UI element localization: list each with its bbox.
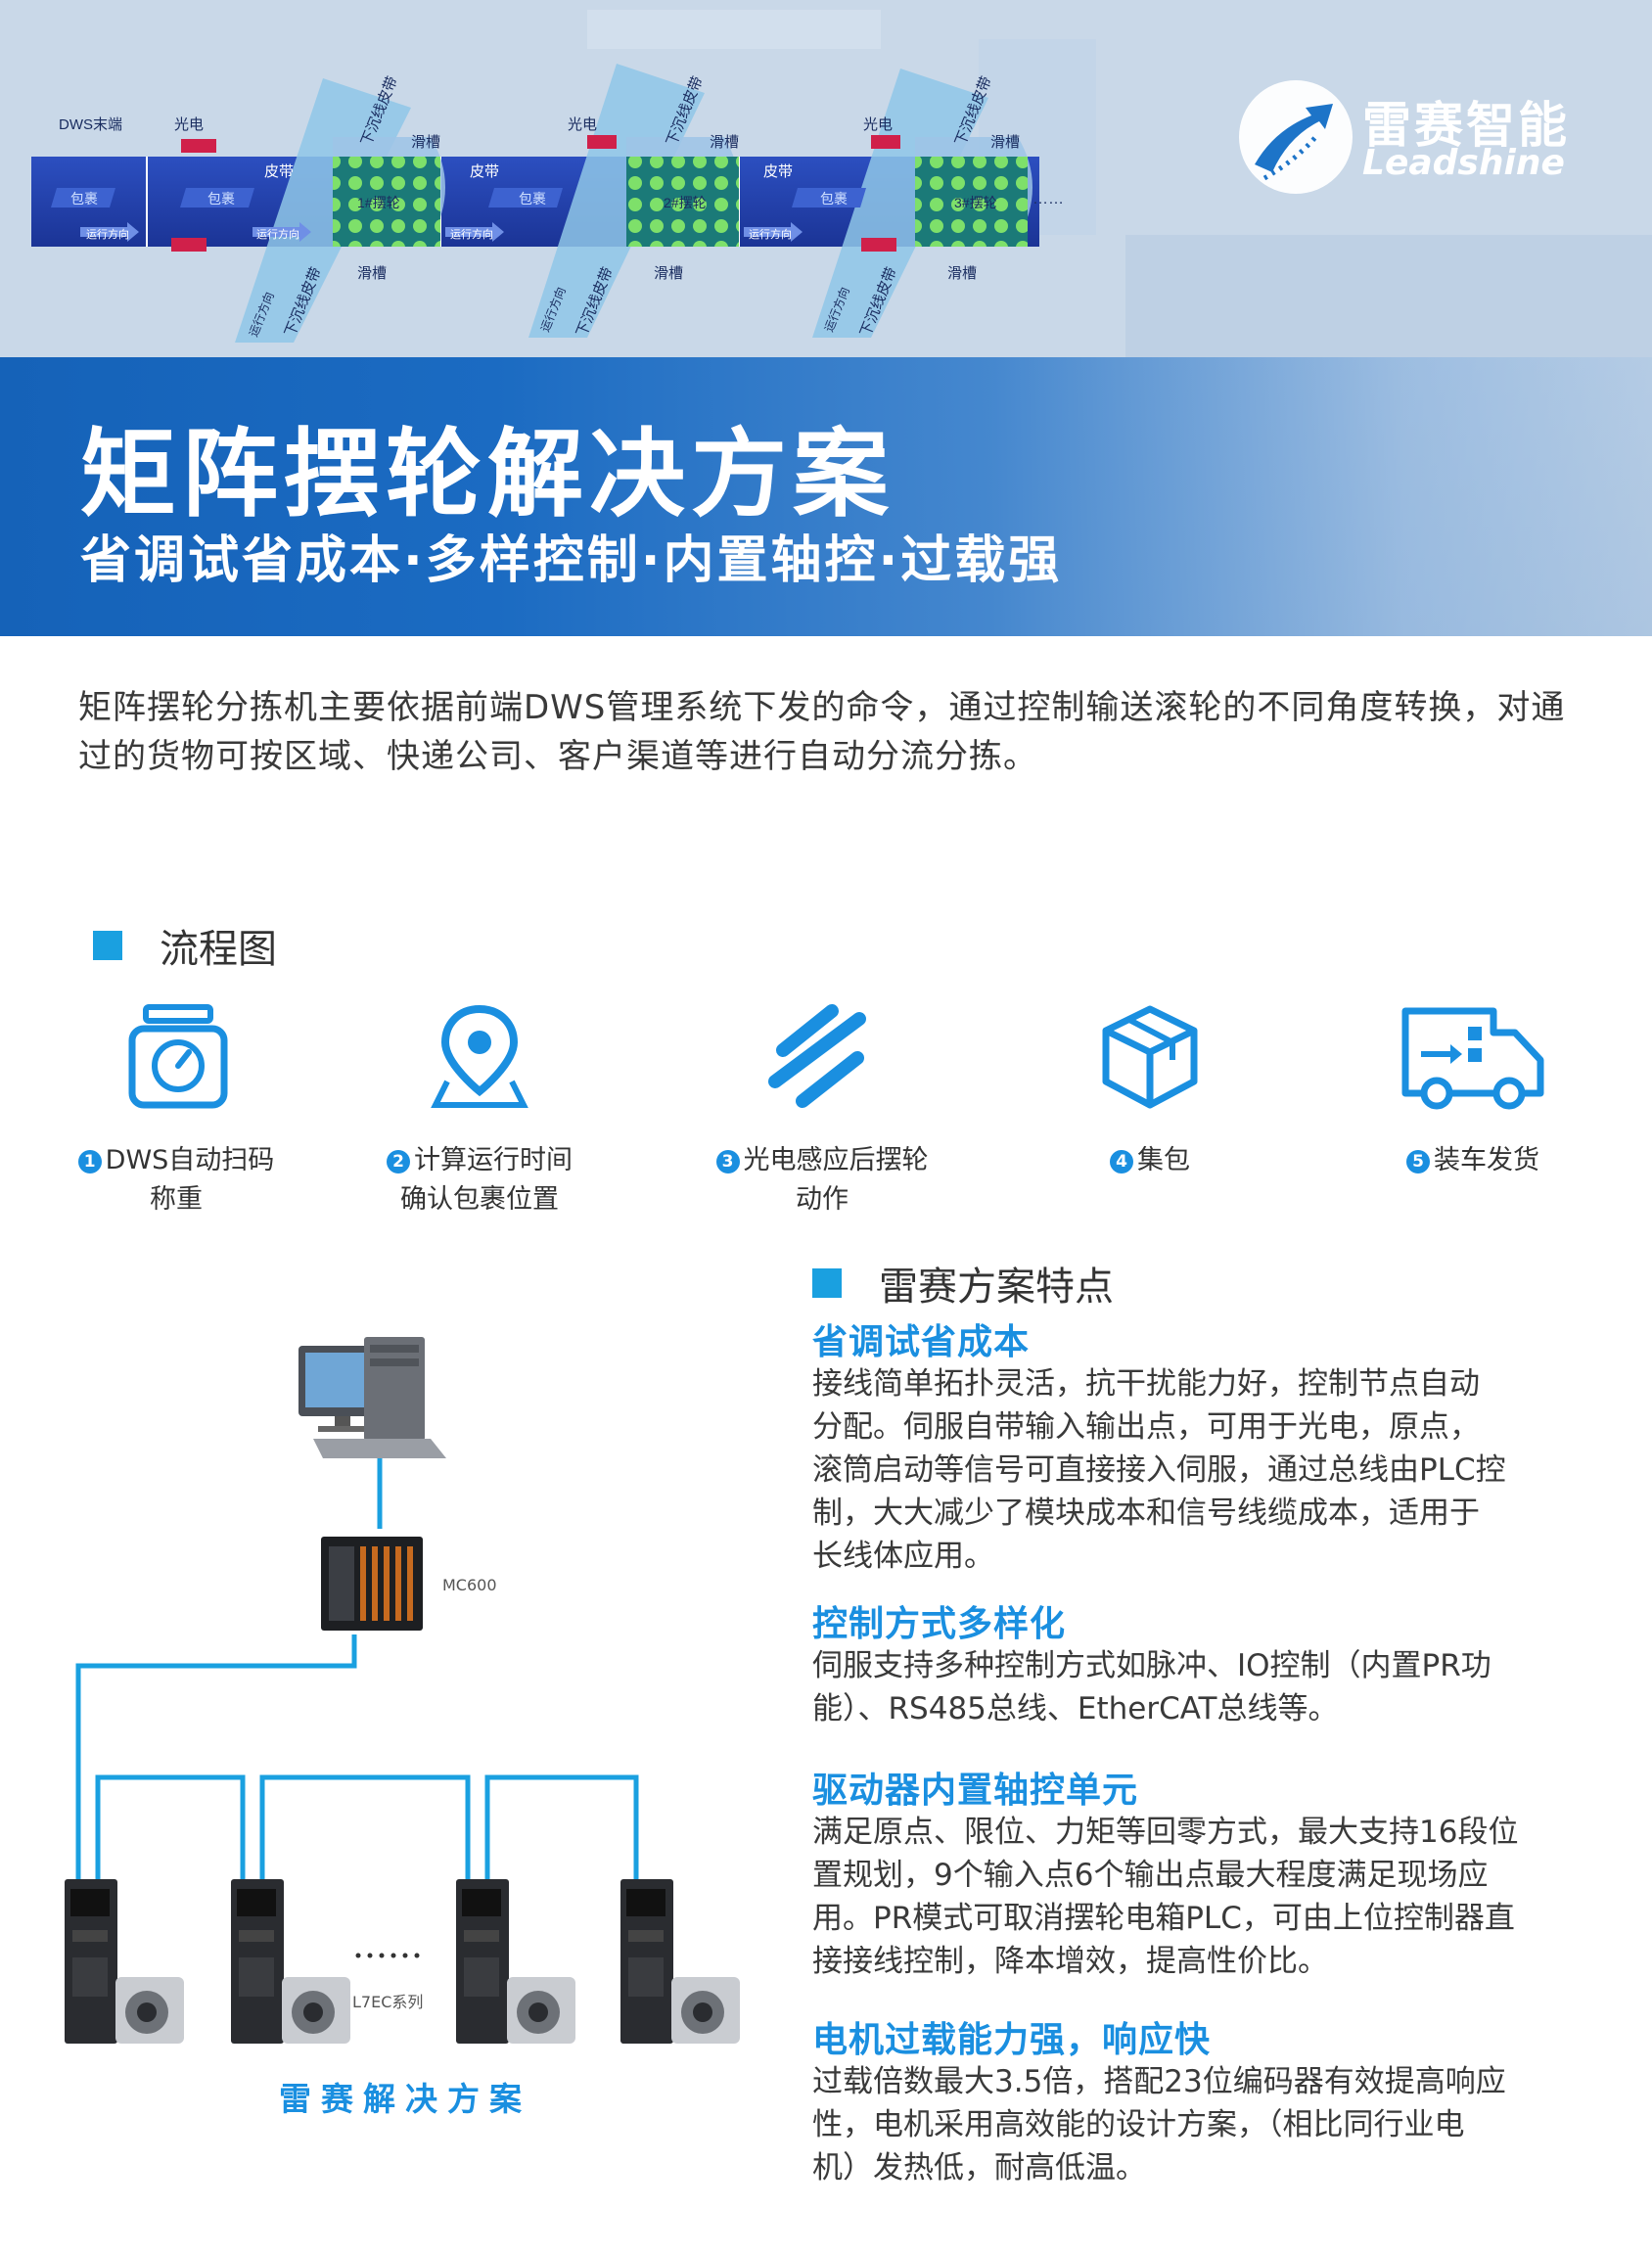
flow-step-2-line2: 确认包裹位置: [400, 1184, 559, 1215]
diagram-caption: 雷赛解决方案: [279, 2080, 531, 2118]
features-heading-text: 雷赛方案特点: [879, 1265, 1114, 1310]
delivery-truck-icon: [1401, 1007, 1544, 1110]
flow-step-3-line2: 动作: [796, 1184, 849, 1215]
step-number-badge: 1: [77, 1150, 102, 1174]
step-number-badge: 3: [715, 1150, 740, 1174]
package-label: 包裹: [70, 191, 98, 207]
drive-series-label: L7EC系列: [352, 1993, 424, 2011]
belt-label: 皮带: [264, 163, 294, 180]
feature-line: 长线体应用。: [812, 1539, 994, 1574]
logo-text-en: Leadshine: [1362, 143, 1565, 183]
header-banner: DWS末端 光电 光电 光电 皮带 皮带 皮带 包裹 包裹 包裹 包裹 滑槽 滑…: [0, 0, 1652, 636]
feature-line: 接接线控制，降本增效，提高性价比。: [812, 1944, 1328, 1979]
feature-line: 能）、RS485总线、EtherCAT总线等。: [812, 1691, 1339, 1726]
step-number-badge: 2: [387, 1150, 410, 1174]
step-number-badge: 4: [1110, 1150, 1133, 1174]
mc600-controller-icon: [321, 1537, 423, 1631]
step-number-badge: 5: [1406, 1150, 1430, 1174]
heading-square-icon: [93, 931, 122, 960]
servo-drive-icon: [65, 1879, 184, 2044]
chute-label: 滑槽: [654, 265, 683, 282]
belt-label: 皮带: [470, 163, 499, 180]
heading-square-icon: [812, 1268, 842, 1298]
logo-text-cn: 雷赛智能: [1362, 97, 1570, 154]
feature-line: 滚筒启动等信号可直接接入伺服，通过总线由PLC控: [812, 1452, 1506, 1488]
feature-line: 置规划，9个输入点6个输出点最大程度满足现场应: [812, 1858, 1489, 1893]
servo-drive-icon: [231, 1879, 350, 2044]
page-subtitle: 省调试省成本·多样控制·内置轴控·过载强: [80, 531, 1063, 590]
location-pin-icon: [431, 1004, 528, 1108]
flow-step-5-line1: 装车发货: [1434, 1145, 1539, 1175]
feature-line: 性，电机采用高效能的设计方案，（相比同行业电: [812, 2107, 1465, 2142]
feature-body-1: 接线简单拓扑灵活，抗干扰能力好，控制节点自动 分配。伺服自带输入输出点，可用于光…: [812, 1362, 1576, 1578]
feature-line: 制，大大减少了模块成本和信号线缆成本，适用于: [812, 1496, 1480, 1531]
feature-title-2: 控制方式多样化: [812, 1604, 1067, 1644]
controller-label: MC600: [442, 1576, 497, 1594]
feature-line: 过载倍数最大3.5倍，搭配23位编码器有效提高响应: [812, 2064, 1506, 2099]
leadshine-logo-icon: [1239, 80, 1353, 194]
chute-label: 滑槽: [411, 134, 440, 151]
direction-label: 运行方向: [256, 227, 299, 241]
intro-paragraph: 矩阵摆轮分拣机主要依据前端DWS管理系统下发的命令，通过控制输送滚轮的不同角度转…: [78, 688, 1566, 776]
features-heading: 雷赛方案特点: [812, 1255, 1114, 1312]
photo-label: 光电: [174, 116, 204, 133]
page-title: 矩阵摆轮解决方案: [80, 419, 895, 530]
direction-label: 运行方向: [450, 227, 493, 241]
feature-line: 伺服支持多种控制方式如脉冲、IO控制（内置PR功: [812, 1648, 1491, 1683]
feature-line: 接线简单拓扑灵活，抗干扰能力好，控制节点自动: [812, 1366, 1480, 1402]
package-box-icon: [1102, 1005, 1198, 1109]
package-label: 包裹: [820, 191, 848, 207]
photo-label: 光电: [863, 116, 893, 133]
feature-line: 机）发热低，耐高低温。: [812, 2150, 1146, 2186]
feature-title-4: 电机过载能力强，响应快: [812, 2020, 1212, 2060]
wheel-label-1: 1#摆轮: [357, 195, 400, 210]
sensor-lines-icon: [768, 1004, 866, 1108]
flow-step-2-line1: 计算运行时间: [414, 1145, 573, 1175]
servo-drive-icon: [620, 1879, 740, 2044]
feature-title-1: 省调试省成本: [812, 1322, 1031, 1362]
title-banner: [0, 357, 1652, 636]
feature-body-2: 伺服支持多种控制方式如脉冲、IO控制（内置PR功 能）、RS485总线、Ethe…: [812, 1644, 1576, 1730]
chute-label: 滑槽: [710, 134, 739, 151]
flow-heading: 流程图: [93, 917, 277, 974]
chute-label: 滑槽: [990, 134, 1020, 151]
flow-step-3-line1: 光电感应后摆轮: [743, 1145, 929, 1175]
direction-label: 运行方向: [86, 227, 129, 241]
feature-body-3: 满足原点、限位、力矩等回零方式，最大支持16段位 置规划，9个输入点6个输出点最…: [812, 1811, 1576, 1983]
conveyor-diagram: DWS末端 光电 光电 光电 皮带 皮带 皮带 包裹 包裹 包裹 包裹 滑槽 滑…: [0, 0, 1652, 357]
feature-body-4: 过载倍数最大3.5倍，搭配23位编码器有效提高响应 性，电机采用高效能的设计方案…: [812, 2060, 1576, 2189]
chute-label: 滑槽: [947, 265, 977, 282]
chute-label: 滑槽: [357, 265, 387, 282]
package-label: 包裹: [519, 191, 546, 207]
flow-step-4-line1: 集包: [1137, 1145, 1190, 1175]
flow-heading-text: 流程图: [160, 927, 277, 972]
scale-icon: [128, 1004, 228, 1109]
feature-line: 用。PR模式可取消摆轮电箱PLC，可由上位控制器直: [812, 1901, 1515, 1936]
photo-label: 光电: [568, 116, 597, 133]
servo-drive-icon: [456, 1879, 575, 2044]
system-diagram: [65, 1337, 740, 2044]
flow-step-1-line2: 称重: [150, 1184, 203, 1215]
belt-label: 皮带: [763, 163, 793, 180]
dws-end-label: DWS末端: [59, 116, 122, 133]
wheel-label-3: 3#摆轮: [954, 195, 997, 210]
computer-icon: [298, 1337, 446, 1458]
wheel-label-2: 2#摆轮: [664, 195, 707, 210]
feature-line: 满足原点、限位、力矩等回零方式，最大支持16段位: [812, 1815, 1519, 1850]
conveyor-ellipsis: ……: [1032, 191, 1064, 207]
package-label: 包裹: [207, 191, 235, 207]
feature-title-3: 驱动器内置轴控单元: [812, 1771, 1139, 1811]
flow-step-1-line1: DWS自动扫码: [105, 1145, 275, 1175]
feature-line: 分配。伺服自带输入输出点，可用于光电，原点，: [812, 1409, 1480, 1445]
direction-label: 运行方向: [749, 227, 792, 241]
